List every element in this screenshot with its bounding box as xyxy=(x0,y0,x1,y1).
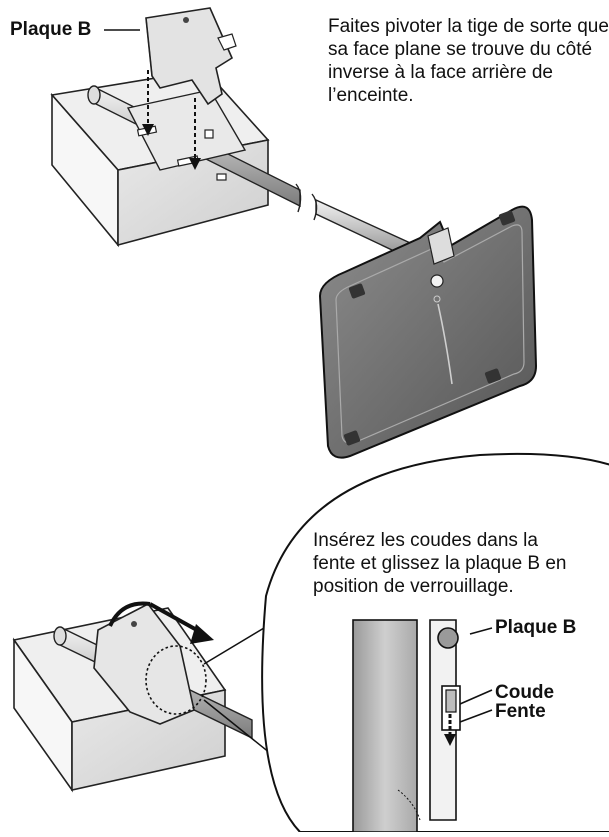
insert-bends-instruction: Insérez les coudes dans la fente et glis… xyxy=(313,530,567,597)
rotate-rod-instruction: Faites pivoter la tige de sorte que sa f… xyxy=(328,16,609,106)
detail-focus-circle xyxy=(145,645,207,715)
slot-label: Fente xyxy=(495,701,546,722)
plate-b-label-top: Plaque B xyxy=(10,19,92,40)
plate-b-label-zoom: Plaque B xyxy=(495,617,577,638)
speaker-base-plate xyxy=(318,205,538,459)
insert-arrows-top xyxy=(142,70,201,170)
plate-b-top xyxy=(145,7,237,106)
zoom-callout xyxy=(261,452,609,833)
bend-label: Coude xyxy=(495,682,555,703)
rotation-arrow-bottom xyxy=(108,601,214,644)
plate-b-bottom xyxy=(93,602,195,725)
